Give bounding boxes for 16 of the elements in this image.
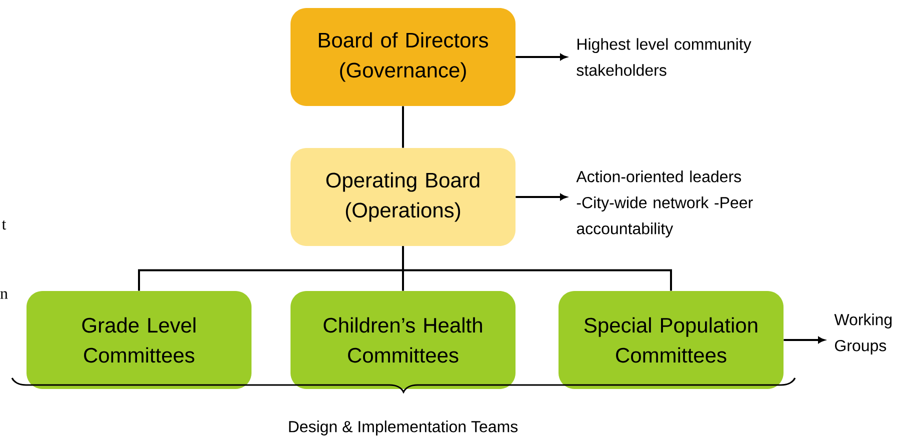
committee-box: Operating Board (Operations): [290, 148, 516, 246]
committee-box: Special Population Committees: [558, 291, 784, 389]
connector: [516, 194, 567, 200]
committee-box: Grade Level Committees: [26, 291, 252, 389]
connector: [402, 106, 404, 148]
label-text: t: [2, 220, 6, 230]
connector: [784, 336, 825, 344]
label-text: Design & Implementation Teams: [289, 420, 518, 436]
label-text: n: [0, 291, 8, 299]
committee-box: Children’s Health Committees: [290, 291, 516, 389]
connector: [516, 54, 567, 60]
note-text: Working Groups: [834, 314, 892, 354]
committee-box: Board of Directors (Governance): [290, 8, 516, 106]
note-text: Highest level community stakeholders: [576, 38, 752, 76]
connector: [402, 246, 672, 291]
note-text: Action-oriented leaders -City-wide network -Peer accountability: [576, 170, 753, 238]
